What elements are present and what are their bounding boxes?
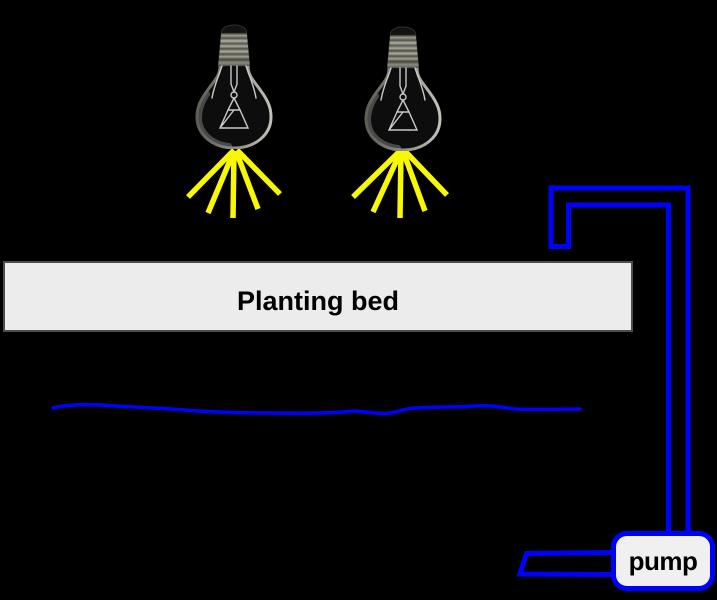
light-ray bbox=[205, 149, 237, 215]
light-ray bbox=[235, 148, 282, 196]
light-ray bbox=[186, 148, 236, 199]
water-pipe-icon bbox=[548, 185, 691, 537]
light-ray bbox=[230, 150, 237, 219]
bulb-screw-base bbox=[386, 34, 420, 69]
light-ray bbox=[397, 150, 404, 219]
light-bulb-icon bbox=[195, 24, 273, 149]
pump-box: pump bbox=[611, 531, 715, 591]
light-rays-icon bbox=[351, 148, 449, 219]
water-surface-line bbox=[51, 403, 582, 416]
light-ray bbox=[370, 149, 404, 214]
light-ray bbox=[233, 150, 261, 210]
bulb-glass bbox=[364, 67, 442, 151]
light-ray bbox=[402, 148, 449, 197]
pipe-inner-wall bbox=[566, 202, 671, 537]
bulb-glass-shading bbox=[364, 93, 401, 151]
light-rays-icon bbox=[186, 148, 282, 219]
bulb-glass bbox=[195, 65, 273, 149]
pump-label: pump bbox=[628, 546, 698, 576]
bulb-glass-shading bbox=[195, 91, 232, 149]
bulb-filament bbox=[380, 67, 426, 131]
bulb-screw-base bbox=[217, 32, 251, 67]
light-ray bbox=[351, 148, 403, 199]
pipe-outer-wall bbox=[548, 185, 691, 537]
planting-bed-label: Planting bed bbox=[237, 285, 399, 316]
intake-pipe-outline bbox=[516, 550, 615, 577]
planting-bed: Planting bed bbox=[3, 261, 633, 332]
light-bulb-icon bbox=[364, 26, 442, 151]
pump-intake-pipe-icon bbox=[516, 550, 615, 577]
light-ray bbox=[400, 150, 428, 212]
bulb-filament bbox=[211, 65, 257, 129]
